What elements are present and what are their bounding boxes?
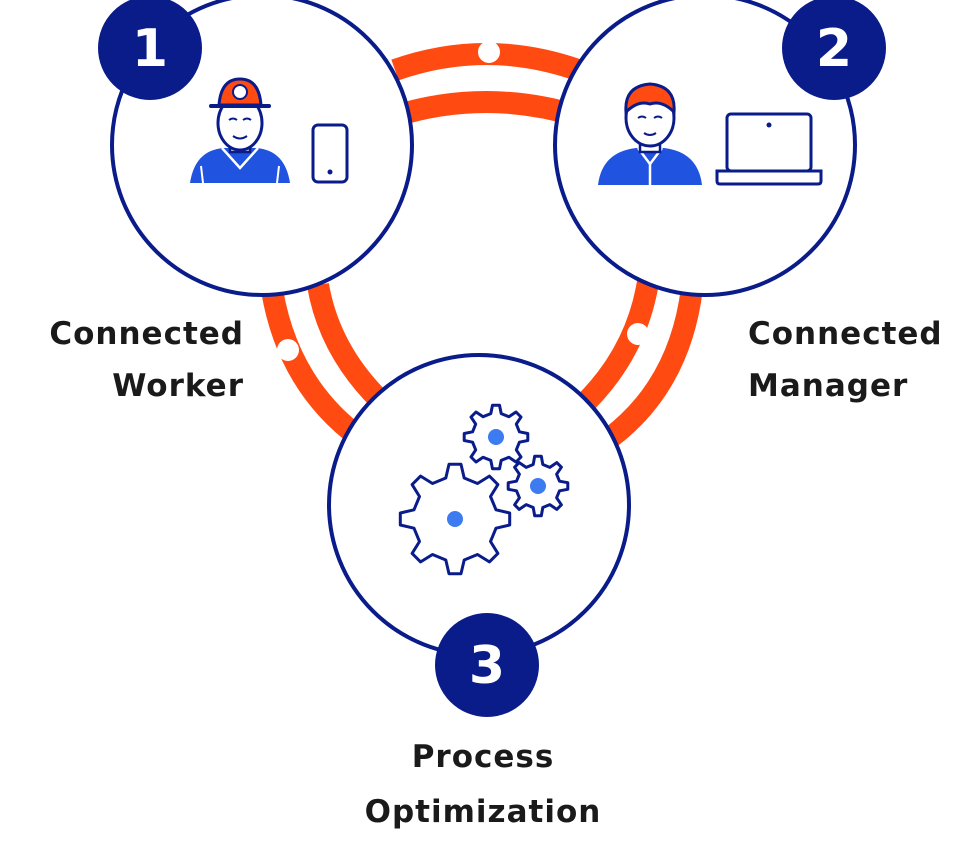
badge-number: 2	[816, 19, 852, 79]
badge-1: 1	[98, 0, 202, 100]
connector-node-dot	[277, 339, 299, 361]
badge-number: 3	[469, 636, 505, 696]
process-label-line1: Process	[411, 739, 555, 775]
process-label-line2: Optimization	[364, 794, 602, 830]
connector-node-dot	[478, 41, 500, 63]
process-label: Process Optimization	[0, 730, 966, 840]
worker-label: Connected Worker	[49, 308, 244, 412]
worker-label-line2: Worker	[112, 368, 244, 404]
connector-manager-process	[572, 280, 703, 447]
badge-number: 1	[132, 19, 168, 79]
connector-worker-manager	[391, 43, 582, 127]
worker-label-line1: Connected	[49, 316, 244, 352]
manager-person-icon	[598, 82, 702, 185]
manager-label-line2: Manager	[748, 368, 909, 404]
miner-helmet-worker-icon	[190, 77, 290, 184]
gear-center-dot	[447, 511, 463, 527]
manager-circle	[553, 0, 857, 297]
manager-label: Connected Manager	[748, 308, 943, 412]
gear-center-dot	[530, 478, 546, 494]
manager-label-line1: Connected	[748, 316, 943, 352]
laptop-icon	[715, 112, 823, 186]
badge-2: 2	[782, 0, 886, 100]
badge-3: 3	[435, 613, 539, 717]
smartphone-icon	[311, 123, 349, 184]
connector-node-dot	[627, 323, 649, 345]
gear-center-dot	[488, 429, 504, 445]
